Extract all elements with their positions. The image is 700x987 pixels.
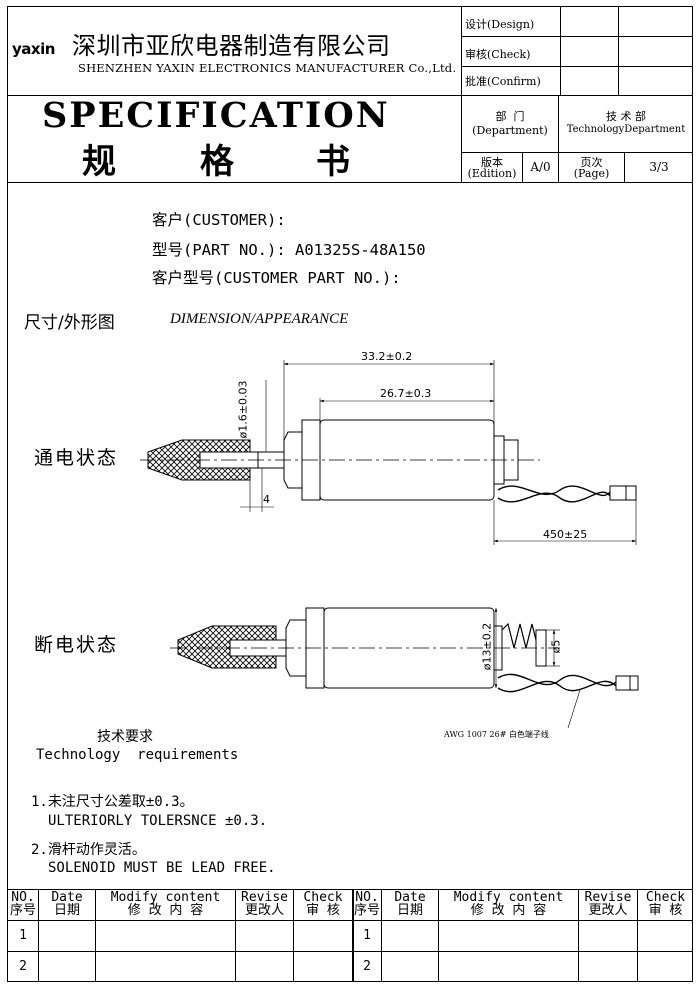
- company-name-cn: 深圳市亚欣电器制造有限公司: [72, 32, 391, 60]
- solenoid-deenergized: [170, 607, 639, 729]
- company-name-en: SHENZHEN YAXIN ELECTRONICS MANUFACTURER …: [78, 61, 457, 75]
- connector-deenergized: [615, 675, 631, 691]
- wire-note: AWG 1007 26# 白色端子线: [444, 730, 549, 739]
- page-label-cn: 页次: [580, 156, 603, 169]
- solenoid-energized: [140, 360, 637, 545]
- page-value: 3/3: [649, 160, 669, 174]
- spec-title-cn-3: 书: [316, 142, 350, 182]
- design-label: 设计(Design): [465, 18, 535, 31]
- table-row-2-no-right: 2: [363, 959, 371, 974]
- table-row-1-no-right: 1: [363, 928, 371, 943]
- edition-label-en: (Edition): [467, 167, 517, 180]
- edition-label-cn: 版本: [481, 156, 503, 169]
- customer-part-no-field: 客户型号(CUSTOMER PART NO.):: [152, 269, 401, 287]
- requirements-title-cn: 技术要求: [97, 729, 153, 745]
- lead-wire-2: [497, 491, 611, 503]
- spec-title-cn-2: 格: [200, 142, 234, 182]
- requirement-1-en: ULTERIORLY TOLERSNCE ±0.3.: [48, 813, 268, 829]
- dim-overall-length: 33.2±0.2: [361, 350, 413, 363]
- connector-energized: [609, 485, 627, 501]
- company-logo: yaxin: [12, 40, 55, 58]
- state-energized-label: 通电状态: [34, 447, 119, 469]
- department-value-cn: 技 术 部: [606, 110, 646, 123]
- table-row-2-no: 2: [19, 959, 27, 974]
- department-value-en: TechnologyDepartment: [566, 124, 686, 135]
- dim-body-length: 26.7±0.3: [380, 387, 432, 400]
- lead-wire-1: [497, 485, 611, 497]
- requirement-2-cn: 2.滑杆动作灵活。: [31, 842, 146, 858]
- requirements-title-en: Technology requirements: [36, 747, 239, 763]
- page-label-en: (Page): [573, 167, 610, 180]
- table-row-1-no: 1: [19, 928, 27, 943]
- dimension-title-cn: 尺寸/外形图: [24, 313, 115, 333]
- dim-end-diameter: ø5: [549, 639, 563, 654]
- spec-title-cn-1: 规: [82, 142, 116, 182]
- requirement-1-cn: 1.未注尺寸公差取±0.3。: [31, 794, 194, 810]
- spec-sheet: [7, 6, 693, 982]
- department-label-cn: 部 门: [495, 110, 525, 123]
- department-label-en: (Department): [472, 124, 548, 137]
- hand-grip-deenergized: [177, 625, 277, 669]
- requirement-2-en: SOLENOID MUST BE LEAD FREE.: [48, 860, 276, 876]
- spec-title: SPECIFICATION: [42, 95, 390, 136]
- dim-stroke: 4: [263, 493, 270, 506]
- dim-lead-length: 450±25: [543, 528, 588, 541]
- edition-value: A/0: [530, 160, 551, 174]
- th-no-right: NO.序号: [353, 890, 380, 918]
- customer-field: 客户(CUSTOMER):: [152, 211, 286, 229]
- dimension-title-en: DIMENSION/APPEARANCE: [170, 311, 349, 327]
- dim-plunger-diameter: ø1.6±0.03: [236, 380, 250, 439]
- confirm-label: 批准(Confirm): [465, 75, 541, 88]
- part-no-field: 型号(PART NO.): A01325S-48A150: [152, 241, 426, 259]
- wire-note-leader: [567, 689, 581, 729]
- state-deenergized-label: 断电状态: [34, 634, 119, 656]
- check-label: 审核(Check): [465, 48, 531, 61]
- dim-body-diameter: ø13±0.2: [480, 622, 494, 671]
- th-no: NO.序号: [9, 890, 36, 918]
